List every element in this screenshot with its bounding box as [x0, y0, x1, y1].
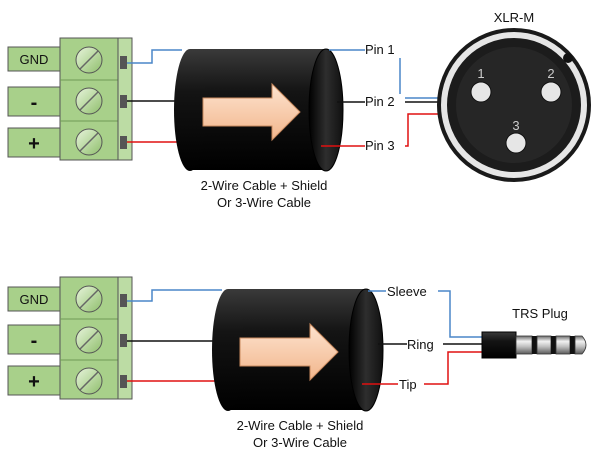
- trs-plug: TRS Plug: [481, 306, 587, 359]
- terminal-label-plus: [7, 127, 61, 158]
- terminal-minus-label: -: [31, 92, 38, 114]
- xlr-pin-number-1: 1: [477, 66, 484, 81]
- cable-caption-line2: Or 3-Wire Cable: [253, 435, 347, 450]
- screw-icon: [75, 87, 103, 115]
- screw-icon: [75, 46, 103, 74]
- xlr-pin-number-3: 3: [512, 118, 519, 133]
- terminal-plus-label: +: [28, 133, 40, 155]
- xlr-pin-3: [505, 132, 527, 154]
- plug-body: [481, 331, 517, 359]
- screw-icon: [75, 367, 103, 395]
- pin2-label: Pin 2: [365, 94, 395, 109]
- cable-caption-line1: 2-Wire Cable + Shield: [201, 178, 328, 193]
- xlr-title: XLR-M: [494, 10, 534, 25]
- sleeve-label: Sleeve: [387, 284, 427, 299]
- arrow-icon: [202, 82, 301, 142]
- shield-wire: [127, 49, 182, 64]
- terminal-label-minus: [7, 86, 61, 117]
- cable-caption-line1: 2-Wire Cable + Shield: [237, 418, 364, 433]
- terminal-gnd-label: GND: [20, 52, 49, 67]
- terminal-block-trs: GND - +: [7, 276, 133, 400]
- xlr-connector: XLR-M 1 2 3: [437, 10, 591, 182]
- terminal-minus-label: -: [31, 330, 38, 352]
- ring-label: Ring: [407, 337, 434, 352]
- terminal-label-gnd: [7, 46, 61, 72]
- terminal-label-gnd: [7, 286, 61, 312]
- screw-icon: [75, 285, 103, 313]
- trs-diagram: GND - +: [7, 276, 587, 450]
- xlr-pin-2: [540, 81, 562, 103]
- xlr-pin-1: [470, 81, 492, 103]
- cable-trs: [212, 288, 384, 412]
- pin3-label: Pin 3: [365, 138, 395, 153]
- terminal-label-plus: [7, 365, 61, 396]
- cable-caption-line2: Or 3-Wire Cable: [217, 195, 311, 210]
- terminal-gnd-label: GND: [20, 292, 49, 307]
- terminal-plus-label: +: [28, 371, 40, 393]
- pin1-wire: [329, 49, 438, 99]
- arrow-icon: [239, 322, 339, 382]
- tip-label: Tip: [399, 377, 417, 392]
- screw-icon: [75, 326, 103, 354]
- cable-xlr: [174, 48, 344, 172]
- screw-icon: [75, 128, 103, 156]
- pin3-wire: [321, 113, 440, 147]
- xlr-diagram: GND - +: [7, 10, 591, 210]
- pin1-label: Pin 1: [365, 42, 395, 57]
- trs-title: TRS Plug: [512, 306, 568, 321]
- xlr-pin-number-2: 2: [547, 66, 554, 81]
- shield-wire: [127, 289, 222, 302]
- terminal-block-xlr: GND - +: [7, 37, 133, 161]
